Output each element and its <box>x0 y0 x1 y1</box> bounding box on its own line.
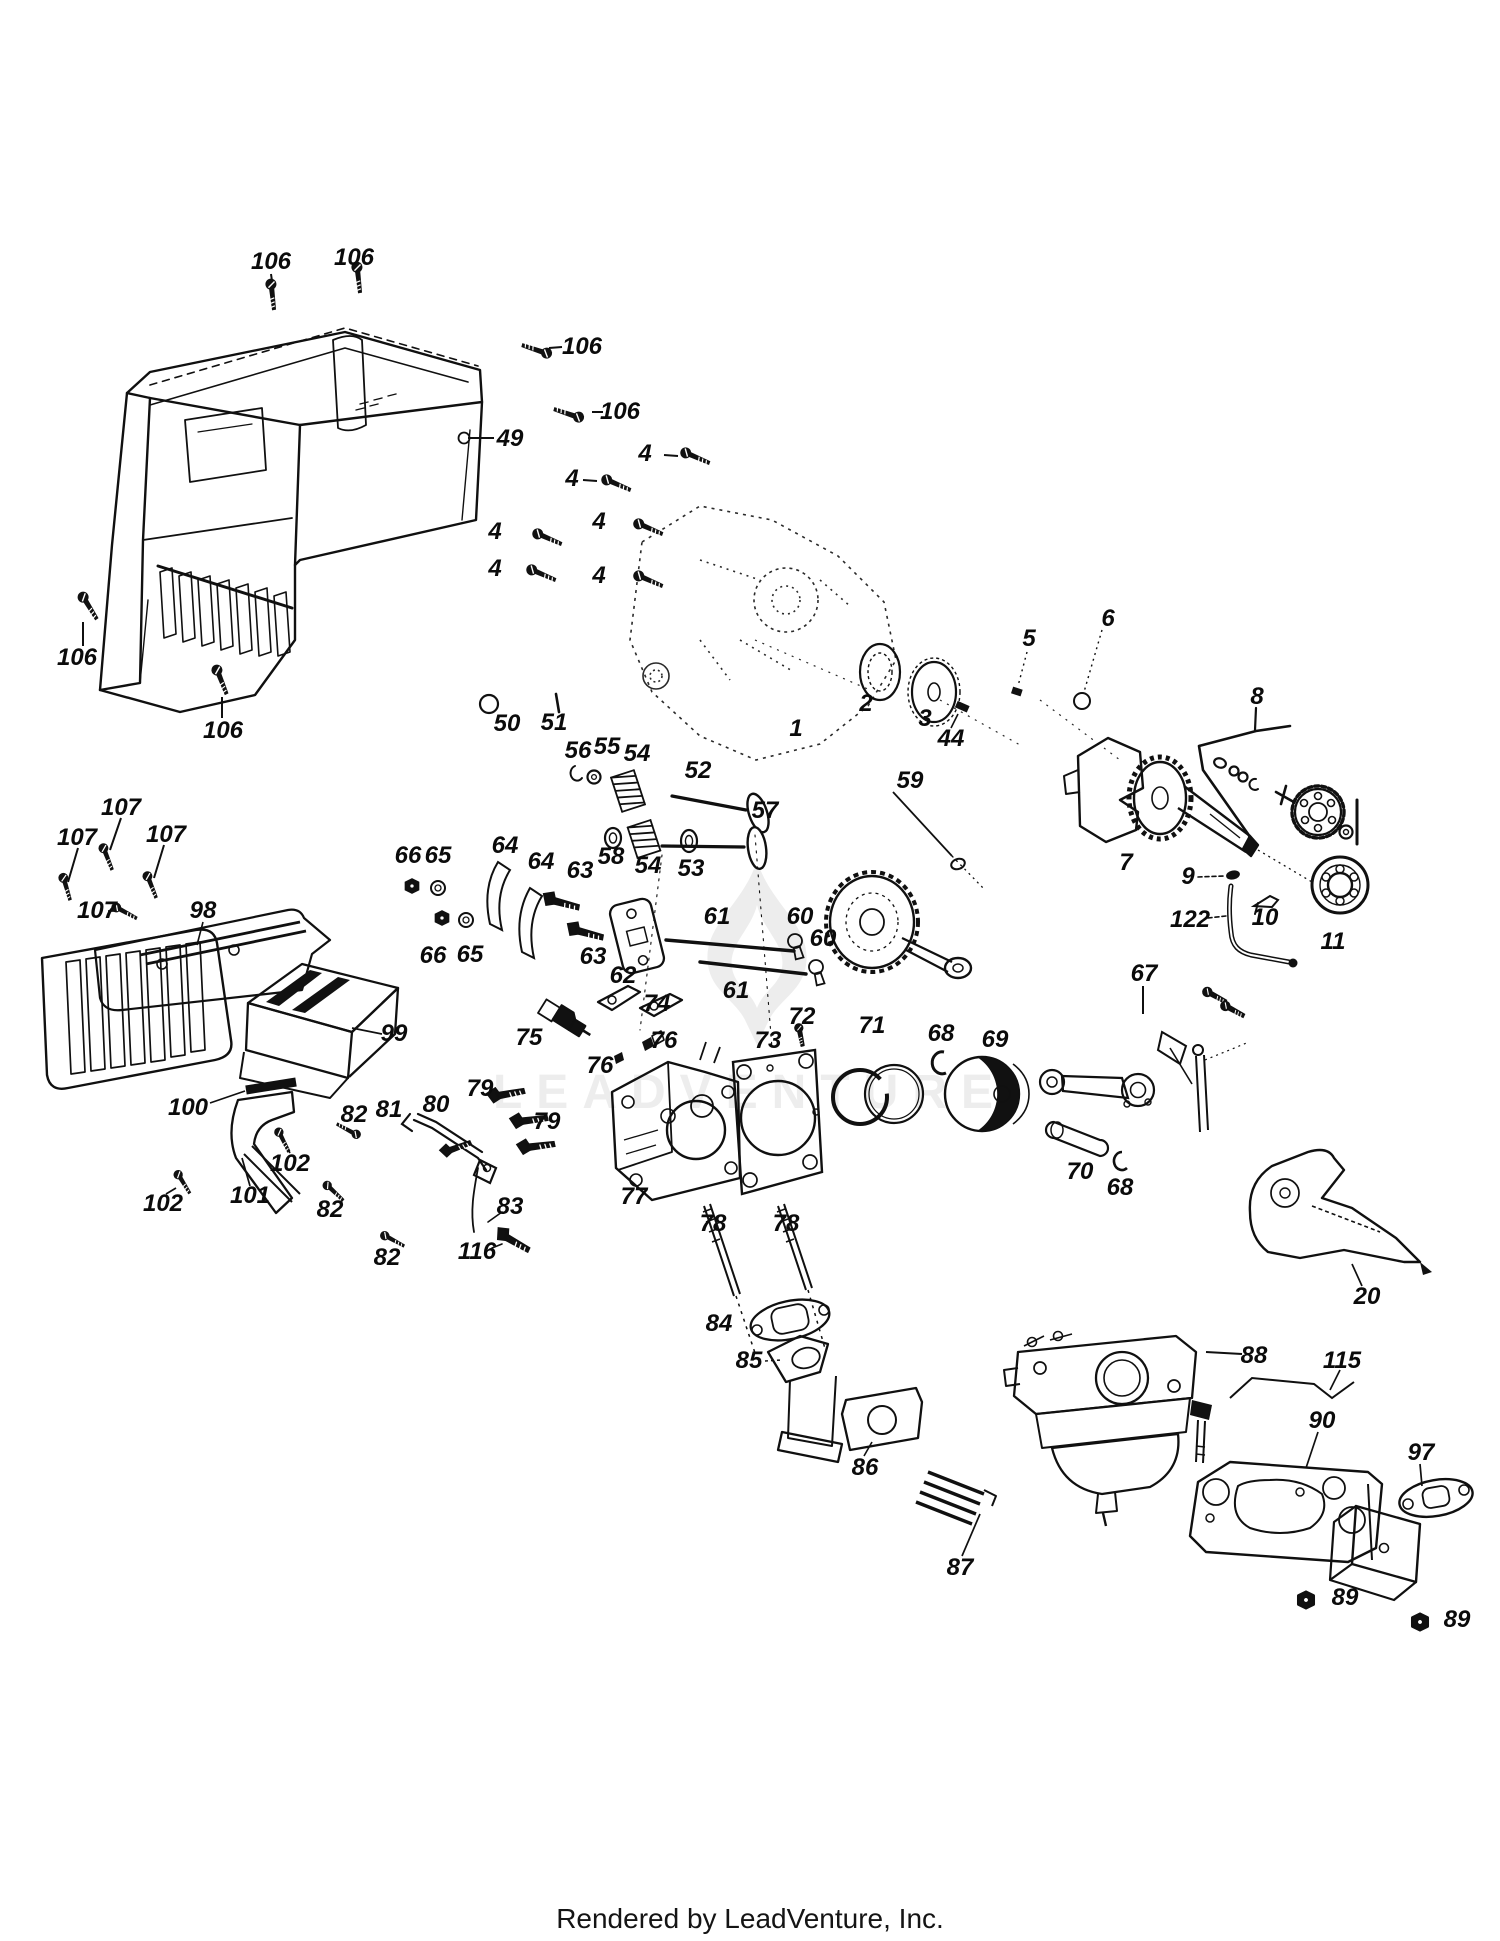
part-carb-gaskets-bracket <box>1188 1431 1474 1632</box>
part-linkage-88-115 <box>1205 1351 1355 1400</box>
part-muffler-shield <box>93 908 332 1012</box>
part-key-5-seal-6 <box>1011 629 1103 710</box>
part-camshaft <box>824 870 973 980</box>
leadventure-watermark: LEADVENTURE <box>493 860 993 1119</box>
part-head-studs-78 <box>702 1203 827 1357</box>
part-cylinder-head <box>610 1041 742 1202</box>
part-rockers-and-plug <box>537 984 809 1064</box>
part-crankshaft <box>1063 736 1313 883</box>
part-governor-and-bearing <box>1197 706 1370 968</box>
part-bearing-plate-2-3-44 <box>858 642 970 729</box>
part-carburetor <box>1003 1330 1212 1527</box>
render-credit-caption: Rendered by LeadVenture, Inc. <box>556 1903 944 1934</box>
part-intake-manifold-group <box>749 1298 997 1557</box>
part-elbow-tube <box>165 1077 301 1215</box>
part-heat-shield-20 <box>1248 1148 1432 1287</box>
part-air-cleaner <box>239 962 400 1099</box>
part-rocker-pivots-67 <box>1142 985 1250 1133</box>
part-valve-train <box>478 692 826 1049</box>
part-blower-housing <box>98 327 484 714</box>
part-governor-arm <box>400 1080 556 1255</box>
part-engine-block-sketch <box>629 505 1121 761</box>
part-head-gasket <box>731 1048 824 1196</box>
part-valve-seal-59 <box>892 791 986 891</box>
leader-lines <box>67 269 679 912</box>
part-breather-plate-62 <box>404 878 666 975</box>
part-piston-group <box>831 1050 1156 1172</box>
